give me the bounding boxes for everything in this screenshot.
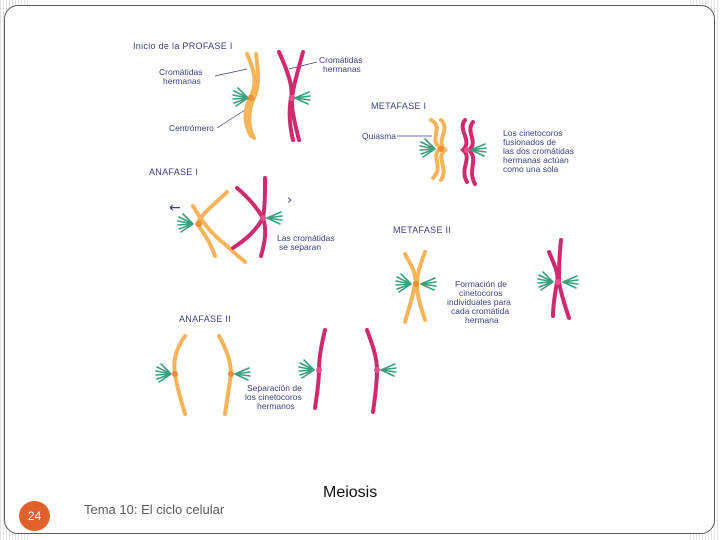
anaphase1-note-line-1: Las cromátidas xyxy=(277,233,335,243)
anaphase2-title: ANAFASE II xyxy=(179,314,231,324)
slide-title: Meiosis xyxy=(323,484,378,501)
prophase-chromosome-magenta xyxy=(277,50,311,142)
metaphase1-note-line-4: hermanas actúan xyxy=(503,155,569,165)
slide-frame: Inicio de la PROFASE I Cromátidas herman… xyxy=(4,5,715,534)
page-number: 24 xyxy=(27,509,42,523)
metaphase2-title: METAFASE II xyxy=(393,225,451,235)
anaphase2-note-line-3: hermanos xyxy=(257,401,295,411)
metaphase2-note-line-3: individuales para xyxy=(447,297,511,307)
anaphase2-chromatid-orange-left xyxy=(155,334,187,416)
anaphase1-note-line-2: se separan xyxy=(279,242,321,252)
left-arrow-icon: ← xyxy=(169,200,181,216)
anaphase1-chromosome-magenta xyxy=(231,176,283,258)
anaphase2-chromatid-magenta-right xyxy=(365,328,397,414)
meiosis-diagram: Inicio de la PROFASE I Cromátidas herman… xyxy=(129,36,605,428)
metaphase2-note-line-5: hermana xyxy=(465,315,499,325)
anaphase1-title: ANAFASE I xyxy=(149,167,198,177)
metaphase2-note-line-2: cinetocoros xyxy=(459,288,502,298)
leader-line xyxy=(214,68,248,77)
metaphase2-note-line-1: Formación de xyxy=(455,279,507,289)
right-arrow-icon: › xyxy=(287,193,292,208)
leader-line xyxy=(216,109,246,129)
prophase-sister-label-right-2: hermanas xyxy=(323,64,361,74)
page-number-badge: 24 xyxy=(19,501,50,531)
leader-line xyxy=(288,61,318,70)
prophase-sister-label-left-2: hermanas xyxy=(163,76,201,86)
meiosis-diagram-svg: Inicio de la PROFASE I Cromátidas herman… xyxy=(133,41,579,416)
chiasma-label: Quiasma xyxy=(362,131,396,141)
prophase-title: Inicio de la PROFASE I xyxy=(133,41,233,51)
prophase-sister-label-right-1: Cromátidas xyxy=(319,55,362,65)
metaphase1-note-line-5: como una sola xyxy=(503,164,559,174)
metaphase2-chromosome-magenta xyxy=(537,238,579,320)
metaphase1-note-line-3: las dos cromátidas xyxy=(503,146,574,156)
centromere-label: Centrómero xyxy=(169,123,214,133)
metaphase1-chromosome-orange xyxy=(419,118,448,182)
anaphase2-note-line-1: Separación de xyxy=(247,383,302,393)
prophase-sister-label-left-1: Cromátidas xyxy=(159,67,202,77)
anaphase2-chromatid-orange-right xyxy=(217,334,251,416)
metaphase2-chromosome-orange xyxy=(395,250,437,324)
footer-text: Tema 10: El ciclo celular xyxy=(84,502,225,517)
anaphase2-note-line-2: los cinetocoros xyxy=(245,392,302,402)
metaphase2-note-line-4: cada cromátida xyxy=(451,306,509,316)
metaphase1-note-line-1: Los cinetocoros xyxy=(503,128,563,138)
prophase-chromosome-orange xyxy=(232,52,260,140)
metaphase1-note-line-2: fusionados de xyxy=(503,137,556,147)
metaphase1-chromosome-magenta xyxy=(460,118,487,186)
metaphase1-title: METAFASE I xyxy=(371,101,426,111)
anaphase1-chromosome-orange xyxy=(177,190,247,264)
anaphase2-chromatid-magenta-left xyxy=(298,328,327,410)
